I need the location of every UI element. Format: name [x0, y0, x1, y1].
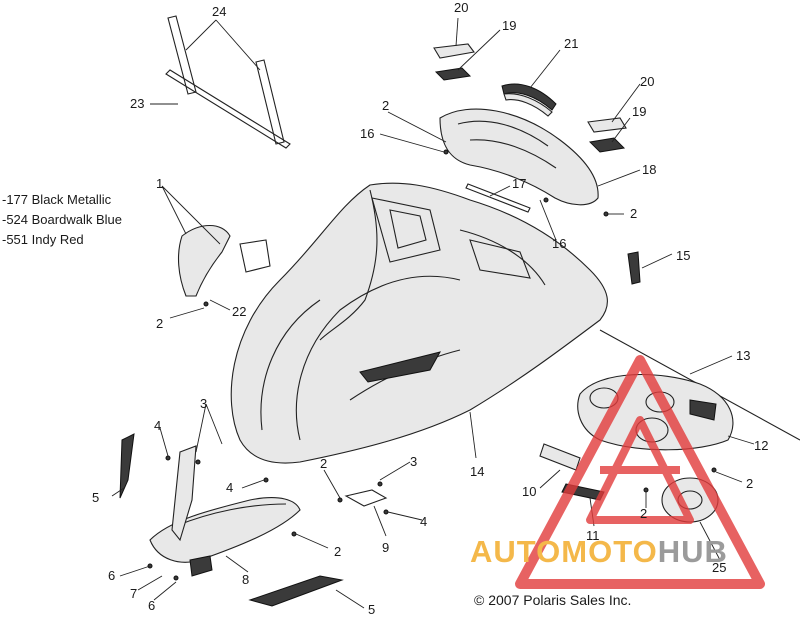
callout-20: 20: [640, 74, 654, 89]
callout-2: 2: [746, 476, 753, 491]
callout-13: 13: [736, 348, 750, 363]
callout-5: 5: [368, 602, 375, 617]
side-strip-part-5: [119, 433, 344, 607]
callout-16: 16: [552, 236, 566, 251]
callout-2: 2: [382, 98, 389, 113]
watermark-triangle: [515, 355, 765, 589]
callout-15: 15: [676, 248, 690, 263]
callout-17: 17: [512, 176, 526, 191]
clip-part-15: [627, 251, 641, 285]
color-code-177: -177 Black Metallic: [2, 192, 112, 207]
callout-21: 21: [564, 36, 578, 51]
callout-6: 6: [148, 598, 155, 613]
color-code-551: -551 Indy Red: [2, 232, 84, 247]
windshield-seal-part-23: [165, 69, 291, 149]
callout-20: 20: [454, 0, 468, 15]
color-code-524: -524 Boardwalk Blue: [2, 212, 122, 227]
side-panel-part-1: [177, 224, 271, 297]
callout-16: 16: [360, 126, 374, 141]
callout-2: 2: [320, 456, 327, 471]
callout-6: 6: [108, 568, 115, 583]
rod-part-17: [465, 183, 531, 213]
callout-9: 9: [382, 540, 389, 555]
callout-3: 3: [200, 396, 207, 411]
gauge-pod-part-18: [439, 108, 599, 206]
bumper-part-8: [149, 445, 301, 577]
hood-part-14: [230, 182, 800, 464]
callout-labels: 24 23 20 19 21 20 19 2 16 17 18 2 16 1 1…: [92, 0, 768, 617]
leader-lines: [111, 17, 755, 609]
callout-19: 19: [632, 104, 646, 119]
callout-4: 4: [226, 480, 233, 495]
watermark-text-a: AUTOMOTO: [470, 534, 658, 569]
callout-4: 4: [420, 514, 427, 529]
callout-12: 12: [754, 438, 768, 453]
mirror-base-part-19: [434, 67, 626, 153]
callout-24: 24: [212, 4, 226, 19]
callout-2: 2: [156, 316, 163, 331]
callout-2: 2: [334, 544, 341, 559]
callout-2: 2: [640, 506, 647, 521]
callout-3: 3: [410, 454, 417, 469]
callout-23: 23: [130, 96, 144, 111]
callout-5: 5: [92, 490, 99, 505]
callout-4: 4: [154, 418, 161, 433]
copyright-notice: © 2007 Polaris Sales Inc.: [474, 592, 632, 608]
callout-25: 25: [712, 560, 726, 575]
callout-2: 2: [630, 206, 637, 221]
watermark-text-b: HUB: [657, 534, 728, 569]
mirror-cap-part-20: [433, 43, 627, 133]
bracket-part-9: [344, 489, 388, 507]
gauge-cover-part-21: [501, 83, 557, 117]
callout-10: 10: [522, 484, 536, 499]
callout-7: 7: [130, 586, 137, 601]
callout-8: 8: [242, 572, 249, 587]
callout-22: 22: [232, 304, 246, 319]
callout-18: 18: [642, 162, 656, 177]
watermark-logo: AUTOMOTOHUB: [470, 534, 728, 570]
callout-19: 19: [502, 18, 516, 33]
callout-11: 11: [586, 528, 600, 543]
callout-1: 1: [156, 176, 163, 191]
callout-14: 14: [470, 464, 484, 479]
